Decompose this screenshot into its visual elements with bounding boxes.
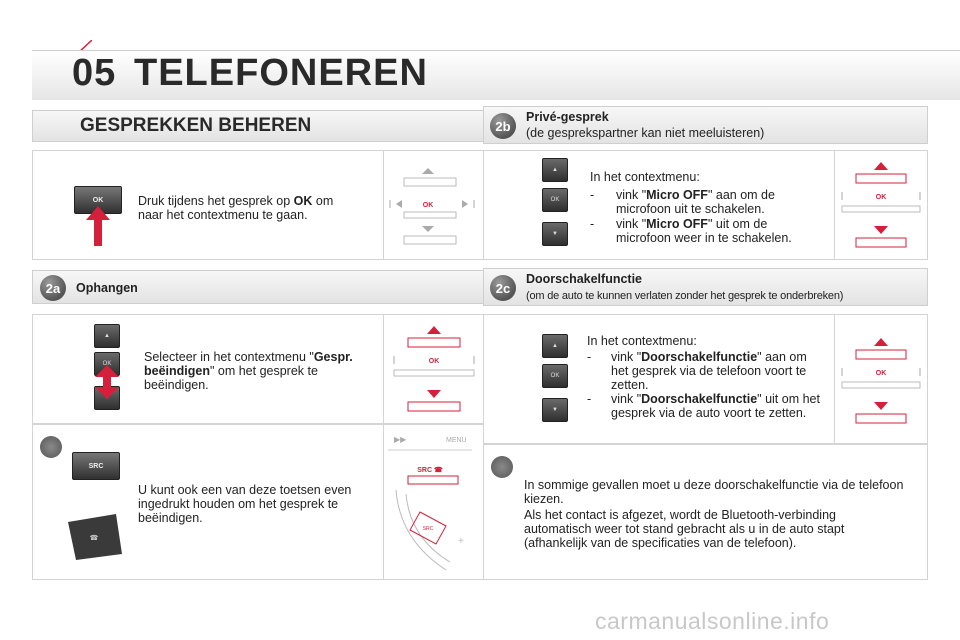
step2b-title: Privé-gesprek xyxy=(526,110,609,124)
up-key-illustration: ▲ xyxy=(542,158,568,182)
step2c-title: Doorschakelfunctie xyxy=(526,272,643,286)
svg-text:OK: OK xyxy=(423,202,434,209)
watermark: carmanualsonline.info xyxy=(595,608,830,634)
svg-text:OK: OK xyxy=(876,194,887,201)
step1-instruction: Druk tijdens het gesprek op OK om naar h… xyxy=(138,194,334,222)
step2c-tip-paragraph-1: In sommige gevallen moet u deze doorscha… xyxy=(524,478,904,506)
step-badge-2b: 2b xyxy=(490,113,516,139)
svg-text:+: + xyxy=(458,536,464,547)
step2a-tip-text: U kunt ook een van deze toetsen even ing… xyxy=(138,483,352,525)
red-press-arrow-icon xyxy=(95,365,119,399)
phone-key-illustration: ☎ xyxy=(68,514,122,560)
steering-wheel-controls-diagram: ▶▶ MENU SRC ☎ SRC + xyxy=(388,435,472,571)
chapter-number: 05 xyxy=(72,52,117,94)
section-title-panel xyxy=(32,110,484,142)
control-updown-diagram: OK xyxy=(393,326,475,412)
step2a-title: Ophangen xyxy=(76,281,138,295)
svg-text:SRC: SRC xyxy=(423,526,434,532)
ok-key-illustration: OK xyxy=(542,188,568,212)
step2c-context-heading: In het contextmenu: xyxy=(587,334,697,348)
step2a-title-panel xyxy=(32,270,484,304)
down-key-illustration: ▼ xyxy=(542,398,568,422)
lightbulb-icon xyxy=(40,436,62,458)
step2b-context-heading: In het contextmenu: xyxy=(590,170,700,184)
svg-text:▶▶: ▶▶ xyxy=(394,435,407,444)
step2b-subtitle: (de gesprekspartner kan niet meeluistere… xyxy=(526,126,765,140)
svg-text:SRC ☎: SRC ☎ xyxy=(417,466,443,474)
down-key-illustration: ▼ xyxy=(542,222,568,246)
step2b-item-2: - vink "Micro OFF" uit om de microfoon w… xyxy=(590,217,792,245)
control-updown-diagram: OK xyxy=(841,338,921,424)
header-band xyxy=(32,50,960,100)
step2b-title-panel xyxy=(483,106,928,144)
step2c-subtitle: (om de auto te kunnen verlaten zonder he… xyxy=(526,290,844,302)
chapter-title: TELEFONEREN xyxy=(134,52,428,94)
step2c-title-panel xyxy=(483,268,928,306)
section-title: GESPREKKEN BEHEREN xyxy=(80,115,312,136)
step-badge-2c: 2c xyxy=(490,275,516,301)
step2c-item-1: - vink "Doorschakelfunctie" aan om het g… xyxy=(587,350,807,392)
control-updown-diagram: OK xyxy=(841,162,921,248)
svg-text:☎: ☎ xyxy=(90,534,99,542)
up-key-illustration: ▲ xyxy=(542,334,568,358)
step2c-tip-paragraph-2: Als het contact is afgezet, wordt de Blu… xyxy=(524,508,845,550)
step2c-item-2: - vink "Doorschakelfunctie" uit om het g… xyxy=(587,392,820,420)
svg-text:OK: OK xyxy=(876,370,887,377)
step2c-tip-panel xyxy=(483,444,928,580)
svg-text:OK: OK xyxy=(429,358,440,365)
svg-text:MENU: MENU xyxy=(446,437,467,444)
step-badge-2a: 2a xyxy=(40,275,66,301)
red-press-arrow-icon xyxy=(86,206,110,246)
step2a-instruction: Selecteer in het contextmenu "Gespr. beë… xyxy=(144,350,353,392)
step2b-item-1: - vink "Micro OFF" aan om de microfoon u… xyxy=(590,188,775,216)
src-key-illustration: SRC xyxy=(72,452,120,480)
ok-key-illustration: OK xyxy=(542,364,568,388)
control-ok-diagram: OK xyxy=(389,168,475,245)
lightbulb-icon xyxy=(491,456,513,478)
up-key-illustration: ▲ xyxy=(94,324,120,348)
